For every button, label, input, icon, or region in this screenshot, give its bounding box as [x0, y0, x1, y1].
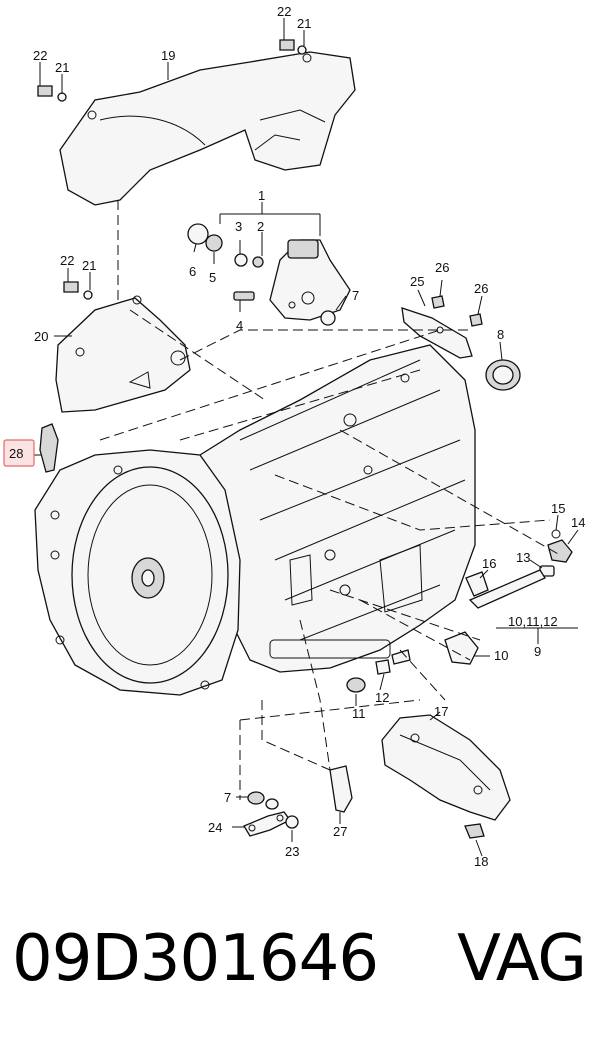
callout-16: 16 — [482, 556, 496, 571]
callout-15: 15 — [551, 501, 565, 516]
callout-8: 8 — [497, 327, 504, 342]
callout-21: 21 — [82, 258, 96, 273]
callout-12: 12 — [375, 690, 389, 705]
part-number: 09D301646 — [12, 922, 379, 996]
callout-11: 11 — [352, 706, 366, 721]
callout-28: 28 — [9, 446, 23, 461]
callout-20: 20 — [34, 329, 48, 344]
callout-26: 26 — [474, 281, 488, 296]
oil-seal-part-8 — [485, 359, 521, 391]
bolts-and-washers — [37, 39, 485, 839]
right-fittings — [444, 529, 573, 665]
callout-21: 21 — [55, 60, 69, 75]
bottom-small-parts — [346, 649, 411, 693]
bell-housing — [34, 449, 241, 696]
cover-shield-part-17 — [381, 714, 511, 821]
callout-7: 7 — [224, 790, 231, 805]
callout-6: 6 — [189, 264, 196, 279]
callout-18: 18 — [474, 854, 488, 869]
selector-switch-assembly — [187, 223, 351, 326]
callout-22: 22 — [60, 253, 74, 268]
callout-3: 3 — [235, 219, 242, 234]
heat-shield-part-19 — [59, 51, 356, 206]
callout-27: 27 — [333, 824, 347, 839]
clip-part-28 — [39, 423, 59, 473]
callout-10: 10 — [494, 648, 508, 663]
assembly-dashed-lines — [99, 200, 561, 800]
callout-19: 19 — [161, 48, 175, 63]
callout-24: 24 — [208, 820, 222, 835]
callout-5: 5 — [209, 270, 216, 285]
callout-26: 26 — [435, 260, 449, 275]
callout-17: 17 — [434, 704, 448, 719]
callout-9: 9 — [534, 644, 541, 659]
callout-22: 22 — [277, 4, 291, 19]
callout-1: 1 — [258, 188, 265, 203]
callout-21: 21 — [297, 16, 311, 31]
callout-7: 7 — [352, 288, 359, 303]
leader-lines — [34, 18, 579, 857]
transmission-exploded-diagram: 22 21 22 21 19 1 3 2 22 21 6 5 4 7 20 25… — [3, 4, 585, 869]
transmission-housing — [199, 344, 476, 673]
callout-13: 13 — [516, 550, 530, 565]
callout-25: 25 — [410, 274, 424, 289]
bracket-shield-part-20 — [55, 295, 191, 413]
highlight-box-28 — [3, 439, 35, 467]
callout-22: 22 — [33, 48, 47, 63]
bottom-bracket-parts — [243, 765, 353, 837]
brand-name: VAG — [457, 922, 587, 996]
callout-4: 4 — [236, 318, 243, 333]
callout-10-11-12: 10,11,12 — [508, 614, 558, 629]
footer: 09D301646 VAG — [0, 920, 600, 1030]
callout-14: 14 — [571, 515, 585, 530]
callout-2: 2 — [257, 219, 264, 234]
callout-23: 23 — [285, 844, 299, 859]
